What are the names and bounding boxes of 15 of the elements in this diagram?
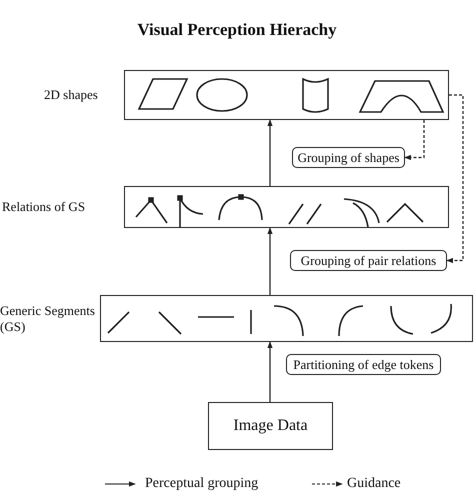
step-label-box: Grouping of pair relations xyxy=(290,250,447,271)
step-label-box: Grouping of shapes xyxy=(292,147,405,168)
level-label: Relations of GS xyxy=(2,199,86,215)
level-label: Generic Segments (GS) xyxy=(0,302,96,334)
level-label: 2D shapes xyxy=(44,87,99,103)
arrow xyxy=(267,227,273,295)
arrow xyxy=(267,119,273,186)
process-box: Image Data xyxy=(208,402,333,450)
arrow xyxy=(404,120,425,160)
diagram-title: Visual Perception Hierachy xyxy=(136,20,338,40)
step-label-box: Partitioning of edge tokens xyxy=(286,354,441,375)
arrow xyxy=(267,341,273,402)
legend-label: Guidance xyxy=(347,476,401,492)
arrow xyxy=(446,94,464,264)
legend-label: Perceptual grouping xyxy=(145,476,258,492)
